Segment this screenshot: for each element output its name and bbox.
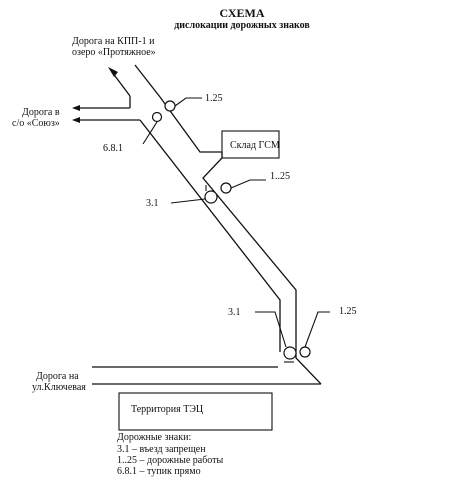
road-sign-1-25-top-marker [164, 100, 176, 112]
arrow-left-lower-icon [72, 117, 80, 123]
road-label-top-line2: озеро «Протяжное» [72, 47, 156, 58]
leader-6-8-1 [142, 121, 158, 145]
sign-label-1-25-top: 1.25 [205, 93, 223, 104]
fuel-depot-label: Склад ГСМ [230, 140, 280, 151]
road-main-left-edge [139, 119, 281, 352]
road-top-right-edge [134, 64, 161, 98]
road-label-left-line2: с/о «Союз» [12, 118, 60, 129]
sign-label-3-1-mid: 3.1 [146, 198, 159, 209]
sign-label-1-25-bottom: 1.25 [339, 306, 357, 317]
legend: Дорожные знаки: 3.1 – въезд запрещен 1..… [117, 432, 224, 477]
road-label-bottom-line1: Дорога на [36, 371, 79, 382]
legend-item: 1..25 – дорожные работы [117, 455, 224, 466]
sign-label-6-8-1: 6.8.1 [103, 143, 123, 154]
road-sign-6-8-1-marker [151, 111, 163, 123]
road-label-left-line1: Дорога в [22, 107, 60, 118]
territory-box [118, 392, 273, 431]
legend-item: 6.8.1 – тупик прямо [117, 466, 201, 477]
road-sign-1-25-mid-marker [220, 182, 232, 194]
territory-label: Территория ТЭЦ [131, 404, 203, 415]
legend-title: Дорожные знаки: [117, 432, 191, 443]
leader-3-1-bottom [255, 311, 287, 348]
road-label-top-line1: Дорога на КПП-1 и [72, 36, 155, 47]
sign-label-3-1-bottom: 3.1 [228, 307, 241, 318]
leader-3-1-mid [170, 198, 206, 204]
legend-item: 3.1 – въезд запрещен [117, 444, 206, 455]
road-sign-3-1-bottom-marker [283, 346, 297, 360]
sign-label-1-25-mid: 1..25 [270, 171, 290, 182]
arrow-left-upper-icon [72, 105, 80, 111]
road-top-left-edge [111, 71, 131, 97]
road-outline [72, 64, 322, 385]
road-sign-1-25-bottom-marker [299, 346, 311, 358]
scheme-subtitle: дислокации дорожных знаков [174, 20, 310, 31]
arrow-top-icon [108, 67, 118, 77]
scheme-title: СХЕМА [219, 6, 264, 20]
road-main-right-edge-upper [159, 96, 222, 153]
leader-1-25-top [174, 97, 202, 107]
road-label-bottom-line2: ул.Ключевая [32, 382, 86, 393]
leader-1-25-mid [230, 179, 266, 189]
road-sign-3-1-mid-marker [204, 190, 218, 204]
leader-1-25-bottom [304, 311, 330, 348]
fuel-depot-box [221, 130, 280, 159]
